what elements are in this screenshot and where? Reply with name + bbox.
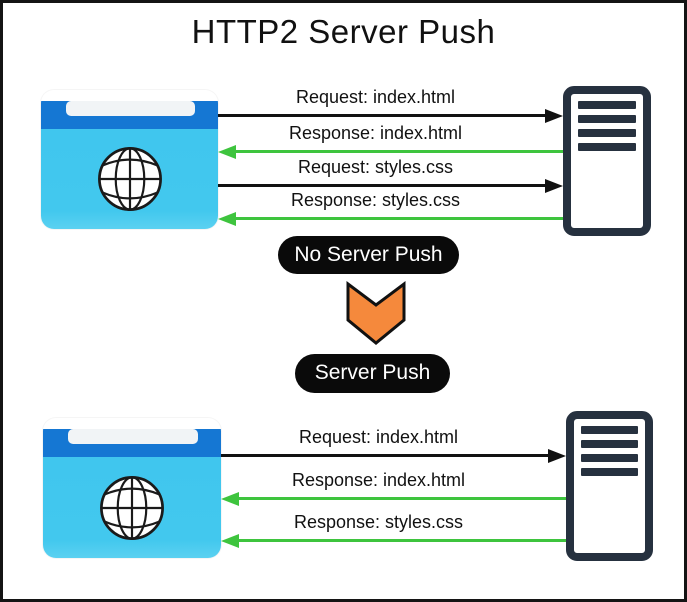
message-response-styles: Response: styles.css xyxy=(218,190,563,227)
arrowhead-left-icon xyxy=(221,533,239,548)
request-arrow xyxy=(221,448,566,464)
message-label: Response: styles.css xyxy=(293,512,464,532)
message-request-styles: Request: styles.css xyxy=(218,157,563,194)
message-request-index: Request: index.html xyxy=(221,427,566,464)
browser-body xyxy=(43,457,221,558)
response-arrow xyxy=(221,491,566,507)
message-request-index: Request: index.html xyxy=(218,87,563,124)
message-label: Request: index.html xyxy=(298,427,459,447)
server-slot xyxy=(581,440,638,448)
response-arrow xyxy=(218,144,563,160)
arrowhead-right-icon xyxy=(545,108,563,123)
message-label: Request: styles.css xyxy=(297,157,454,177)
server-slot xyxy=(581,468,638,476)
response-arrow xyxy=(221,533,566,549)
message-label: Response: index.html xyxy=(288,123,463,143)
browser-icon xyxy=(41,90,218,229)
server-slot xyxy=(578,101,636,109)
message-label: Response: index.html xyxy=(291,470,466,490)
request-arrow xyxy=(218,108,563,124)
server-slot xyxy=(578,129,636,137)
request-arrow xyxy=(218,178,563,194)
arrowhead-right-icon xyxy=(545,178,563,193)
arrowhead-left-icon xyxy=(218,211,236,226)
server-slot xyxy=(581,454,638,462)
arrowhead-left-icon xyxy=(221,491,239,506)
arrowhead-left-icon xyxy=(218,144,236,159)
no-server-push-badge: No Server Push xyxy=(278,236,459,274)
server-slot xyxy=(578,115,636,123)
browser-icon xyxy=(43,418,221,558)
server-slot xyxy=(578,143,636,151)
server-icon xyxy=(566,411,653,561)
message-label: Response: styles.css xyxy=(290,190,461,210)
message-response-styles: Response: styles.css xyxy=(221,512,566,549)
message-label: Request: index.html xyxy=(295,87,456,107)
server-slot xyxy=(581,426,638,434)
browser-address-bar xyxy=(68,429,198,444)
arrowhead-right-icon xyxy=(548,448,566,463)
globe-icon xyxy=(97,147,162,211)
message-response-index: Response: index.html xyxy=(221,470,566,507)
server-icon xyxy=(563,86,651,236)
browser-body xyxy=(41,129,218,229)
diagram-title: HTTP2 Server Push xyxy=(191,13,496,50)
response-arrow xyxy=(218,211,563,227)
down-chevron-arrow-icon xyxy=(346,281,406,345)
server-push-badge: Server Push xyxy=(295,354,450,393)
globe-icon xyxy=(100,475,164,540)
browser-address-bar xyxy=(66,101,195,116)
message-response-index: Response: index.html xyxy=(218,123,563,160)
